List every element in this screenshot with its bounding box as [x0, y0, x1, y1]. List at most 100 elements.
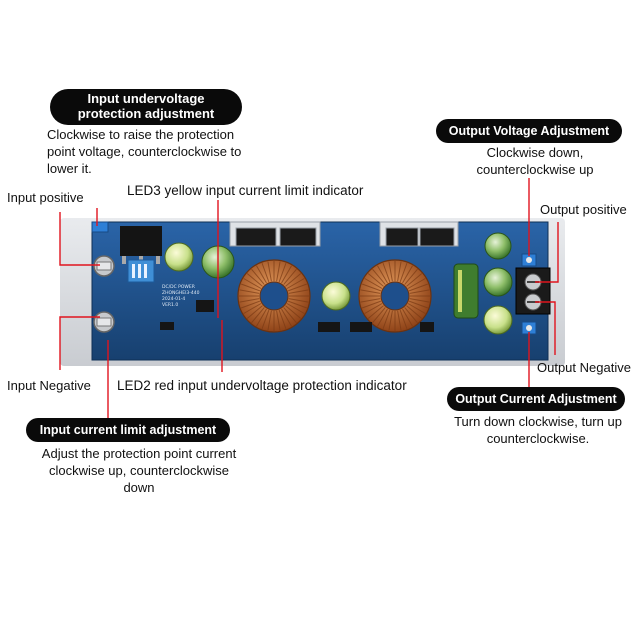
coil-winding: [239, 298, 260, 303]
coil-winding: [360, 298, 381, 303]
coil-winding: [367, 305, 384, 319]
output-voltage-title-text: Output Voltage Adjustment: [448, 123, 610, 138]
silkscreen-text: DC/DC POWER ZHONGHEI3-440 2024-01-4 VER1…: [162, 284, 200, 308]
led2-label: LED2 red input undervoltage protection i…: [117, 378, 407, 393]
coil-winding: [256, 265, 267, 284]
trimmer-pot-output-voltage: [521, 253, 537, 267]
input-positive-label: Input positive: [7, 190, 84, 205]
coil-winding: [382, 309, 391, 330]
undervoltage-adjust-desc: Clockwise to raise the protection point …: [47, 127, 287, 178]
undervoltage-desc-line2: point voltage, counterclockwise to: [47, 143, 242, 159]
coil-winding: [360, 289, 381, 294]
vertical-capacitor: [453, 263, 479, 319]
toroid-inductor-right: [358, 259, 432, 333]
coil-winding: [239, 289, 260, 294]
coil-winding: [372, 268, 386, 285]
coil-winding: [402, 308, 413, 327]
output-current-adjust-title: Output Current Adjustment: [447, 387, 625, 411]
output-current-desc-line2: counterclockwise.: [486, 430, 590, 446]
input-current-adjust-title: Input current limit adjustment: [26, 418, 230, 442]
output-current-title-text: Output Current Adjustment: [455, 391, 617, 406]
ic-chips: [160, 300, 434, 332]
dip-switch: [127, 259, 155, 283]
output-positive-label: Output positive: [540, 202, 627, 217]
undervoltage-title-line2: protection adjustment: [77, 106, 215, 121]
output-negative-label: Output Negative: [537, 360, 631, 375]
output-voltage-desc-line1: Clockwise down,: [486, 145, 584, 160]
coil-winding: [281, 265, 292, 284]
coil-winding: [285, 305, 302, 319]
coil-winding: [283, 307, 297, 324]
output-current-adjust-desc: Turn down clockwise, turn up countercloc…: [440, 414, 636, 448]
heatsink-brackets: [229, 221, 459, 247]
input-current-desc-line1: Adjust the protection point current: [41, 446, 237, 461]
coil-winding: [240, 300, 261, 309]
coil-winding: [286, 303, 305, 314]
coil-winding: [402, 265, 413, 284]
input-current-desc-line2: clockwise up, counterclockwise: [49, 462, 229, 478]
coil-winding: [404, 307, 418, 324]
coil-winding: [408, 283, 429, 292]
coil-winding: [372, 307, 386, 324]
coil-winding: [399, 262, 408, 283]
coil-winding: [388, 310, 393, 331]
output-voltage-desc-line2: counterclockwise up: [476, 161, 594, 177]
input-negative-stud: [93, 311, 115, 333]
coil-winding: [407, 303, 426, 314]
coil-winding: [404, 268, 418, 285]
silkscreen-line3: 2024-01-4: [162, 296, 185, 302]
input-current-title-text: Input current limit adjustment: [39, 422, 217, 437]
silkscreen-line4: VER1.0: [162, 302, 178, 308]
coil-winding: [285, 273, 302, 287]
coil-winding: [288, 298, 309, 303]
coil-winding: [406, 273, 423, 287]
undervoltage-desc-line3: lower it.: [47, 160, 92, 176]
coil-winding: [361, 283, 382, 292]
coil-winding: [246, 273, 263, 287]
coil-winding: [287, 300, 308, 309]
undervoltage-adjust-title: Input undervoltage protection adjustment: [50, 89, 242, 125]
coil-winding: [364, 278, 383, 289]
input-negative-label: Input Negative: [7, 378, 91, 393]
coil-winding: [251, 307, 265, 324]
coil-winding: [278, 262, 287, 283]
coil-winding: [407, 278, 426, 289]
output-voltage-adjust-title: Output Voltage Adjustment: [436, 119, 622, 143]
coil-winding: [256, 308, 267, 327]
coil-winding: [382, 262, 391, 283]
coil-winding: [283, 268, 297, 285]
coil-winding: [367, 273, 384, 287]
coil-winding: [409, 298, 430, 303]
coil-winding: [261, 262, 270, 283]
coil-winding: [399, 309, 408, 330]
led3-label: LED3 yellow input current limit indicato…: [127, 183, 364, 198]
coil-winding: [276, 310, 281, 331]
coil-winding: [364, 303, 383, 314]
coil-winding: [243, 303, 262, 314]
coil-winding: [288, 289, 309, 294]
coil-winding: [397, 310, 402, 331]
silkscreen-line2: ZHONGHEI3-440: [162, 290, 200, 296]
undervoltage-desc-line1: Clockwise to raise the protection: [47, 127, 235, 142]
undervoltage-title-line1: Input undervoltage: [87, 91, 205, 107]
input-current-adjust-desc: Adjust the protection point current cloc…: [14, 446, 264, 497]
coil-winding: [397, 261, 402, 282]
coil-winding: [278, 309, 287, 330]
coil-winding: [377, 308, 388, 327]
coil-winding: [406, 305, 423, 319]
coil-winding: [287, 283, 308, 292]
silkscreen-line1: DC/DC POWER: [162, 284, 195, 290]
coil-winding: [409, 289, 430, 294]
pointer-lines: [59, 178, 559, 418]
coil-winding: [267, 261, 272, 282]
coil-winding: [261, 309, 270, 330]
input-positive-stud: [93, 255, 115, 277]
coil-winding: [377, 265, 388, 284]
output-current-desc-line1: Turn down clockwise, turn up: [454, 414, 622, 429]
output-screw-terminal: [515, 267, 551, 315]
output-voltage-adjust-desc: Clockwise down, counterclockwise up: [440, 145, 630, 179]
trimmer-pot-undervoltage: [91, 221, 109, 233]
coil-winding: [408, 300, 429, 309]
coil-winding: [281, 308, 292, 327]
